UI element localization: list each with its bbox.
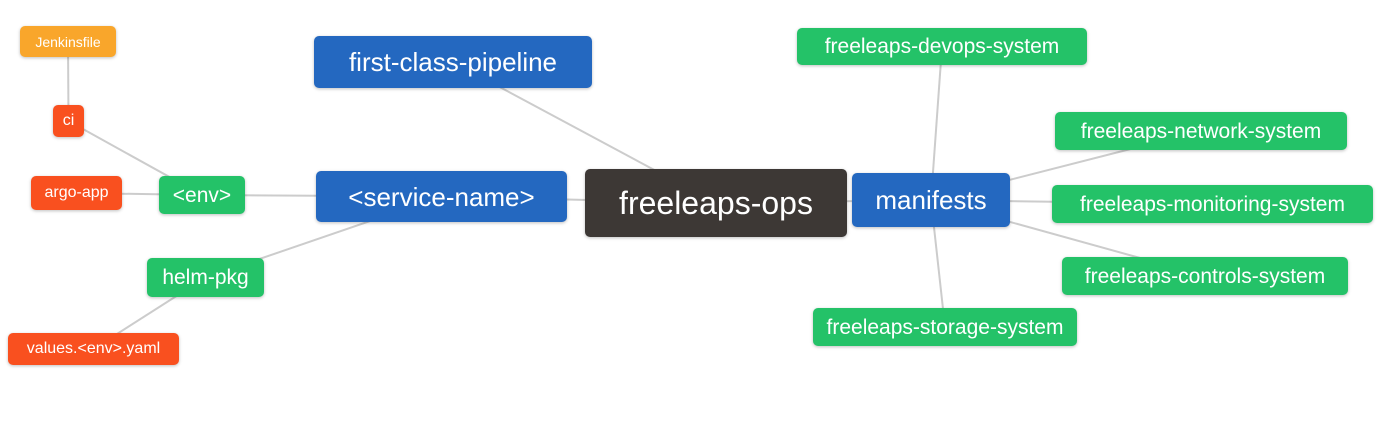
node-controls-system[interactable]: freeleaps-controls-system	[1062, 257, 1348, 295]
node-service-name[interactable]: <service-name>	[316, 171, 567, 222]
node-manifests[interactable]: manifests	[852, 173, 1010, 227]
node-storage-system[interactable]: freeleaps-storage-system	[813, 308, 1077, 346]
node-ci[interactable]: ci	[53, 105, 84, 137]
node-network-system[interactable]: freeleaps-network-system	[1055, 112, 1347, 150]
node-helm-pkg[interactable]: helm-pkg	[147, 258, 264, 297]
node-values-env-yaml[interactable]: values.<env>.yaml	[8, 333, 179, 365]
node-first-class-pipeline[interactable]: first-class-pipeline	[314, 36, 592, 88]
node-freeleaps-ops[interactable]: freeleaps-ops	[585, 169, 847, 237]
node-devops-system[interactable]: freeleaps-devops-system	[797, 28, 1087, 65]
node-env[interactable]: <env>	[159, 176, 245, 214]
node-jenkinsfile[interactable]: Jenkinsfile	[20, 26, 116, 57]
node-argo-app[interactable]: argo-app	[31, 176, 122, 210]
node-monitoring-system[interactable]: freeleaps-monitoring-system	[1052, 185, 1373, 223]
